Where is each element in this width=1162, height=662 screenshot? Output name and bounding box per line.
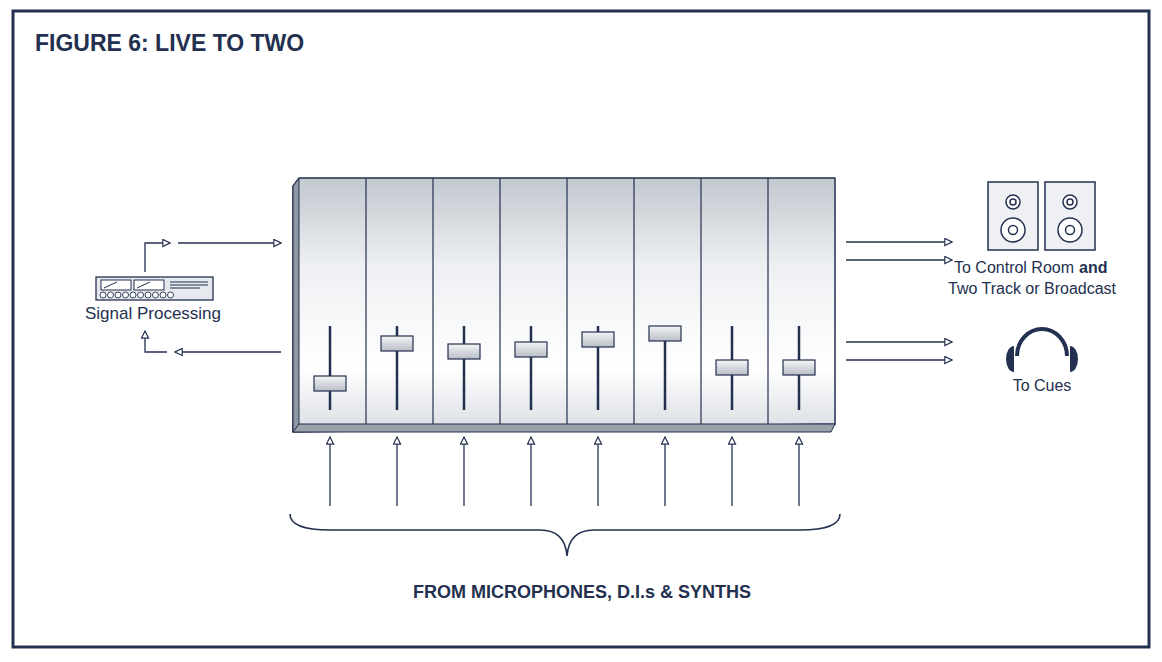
label: To Cues	[1013, 377, 1072, 395]
headphones	[1006, 329, 1078, 372]
label: Signal Processing	[85, 304, 221, 324]
grouping-brace	[290, 514, 840, 556]
label: To Control Room	[954, 259, 1074, 277]
label: Two Track or Broadcast	[948, 280, 1116, 298]
mixing-console	[293, 178, 835, 432]
label: and	[1079, 259, 1107, 277]
signal-arrows	[145, 242, 952, 506]
monitor-speakers	[988, 182, 1095, 250]
figure-frame	[13, 11, 1149, 647]
signal-processor	[96, 277, 213, 300]
label: FROM MICROPHONES, D.I.s & SYNTHS	[413, 582, 751, 603]
figure-title: FIGURE 6: LIVE TO TWO	[35, 30, 304, 56]
